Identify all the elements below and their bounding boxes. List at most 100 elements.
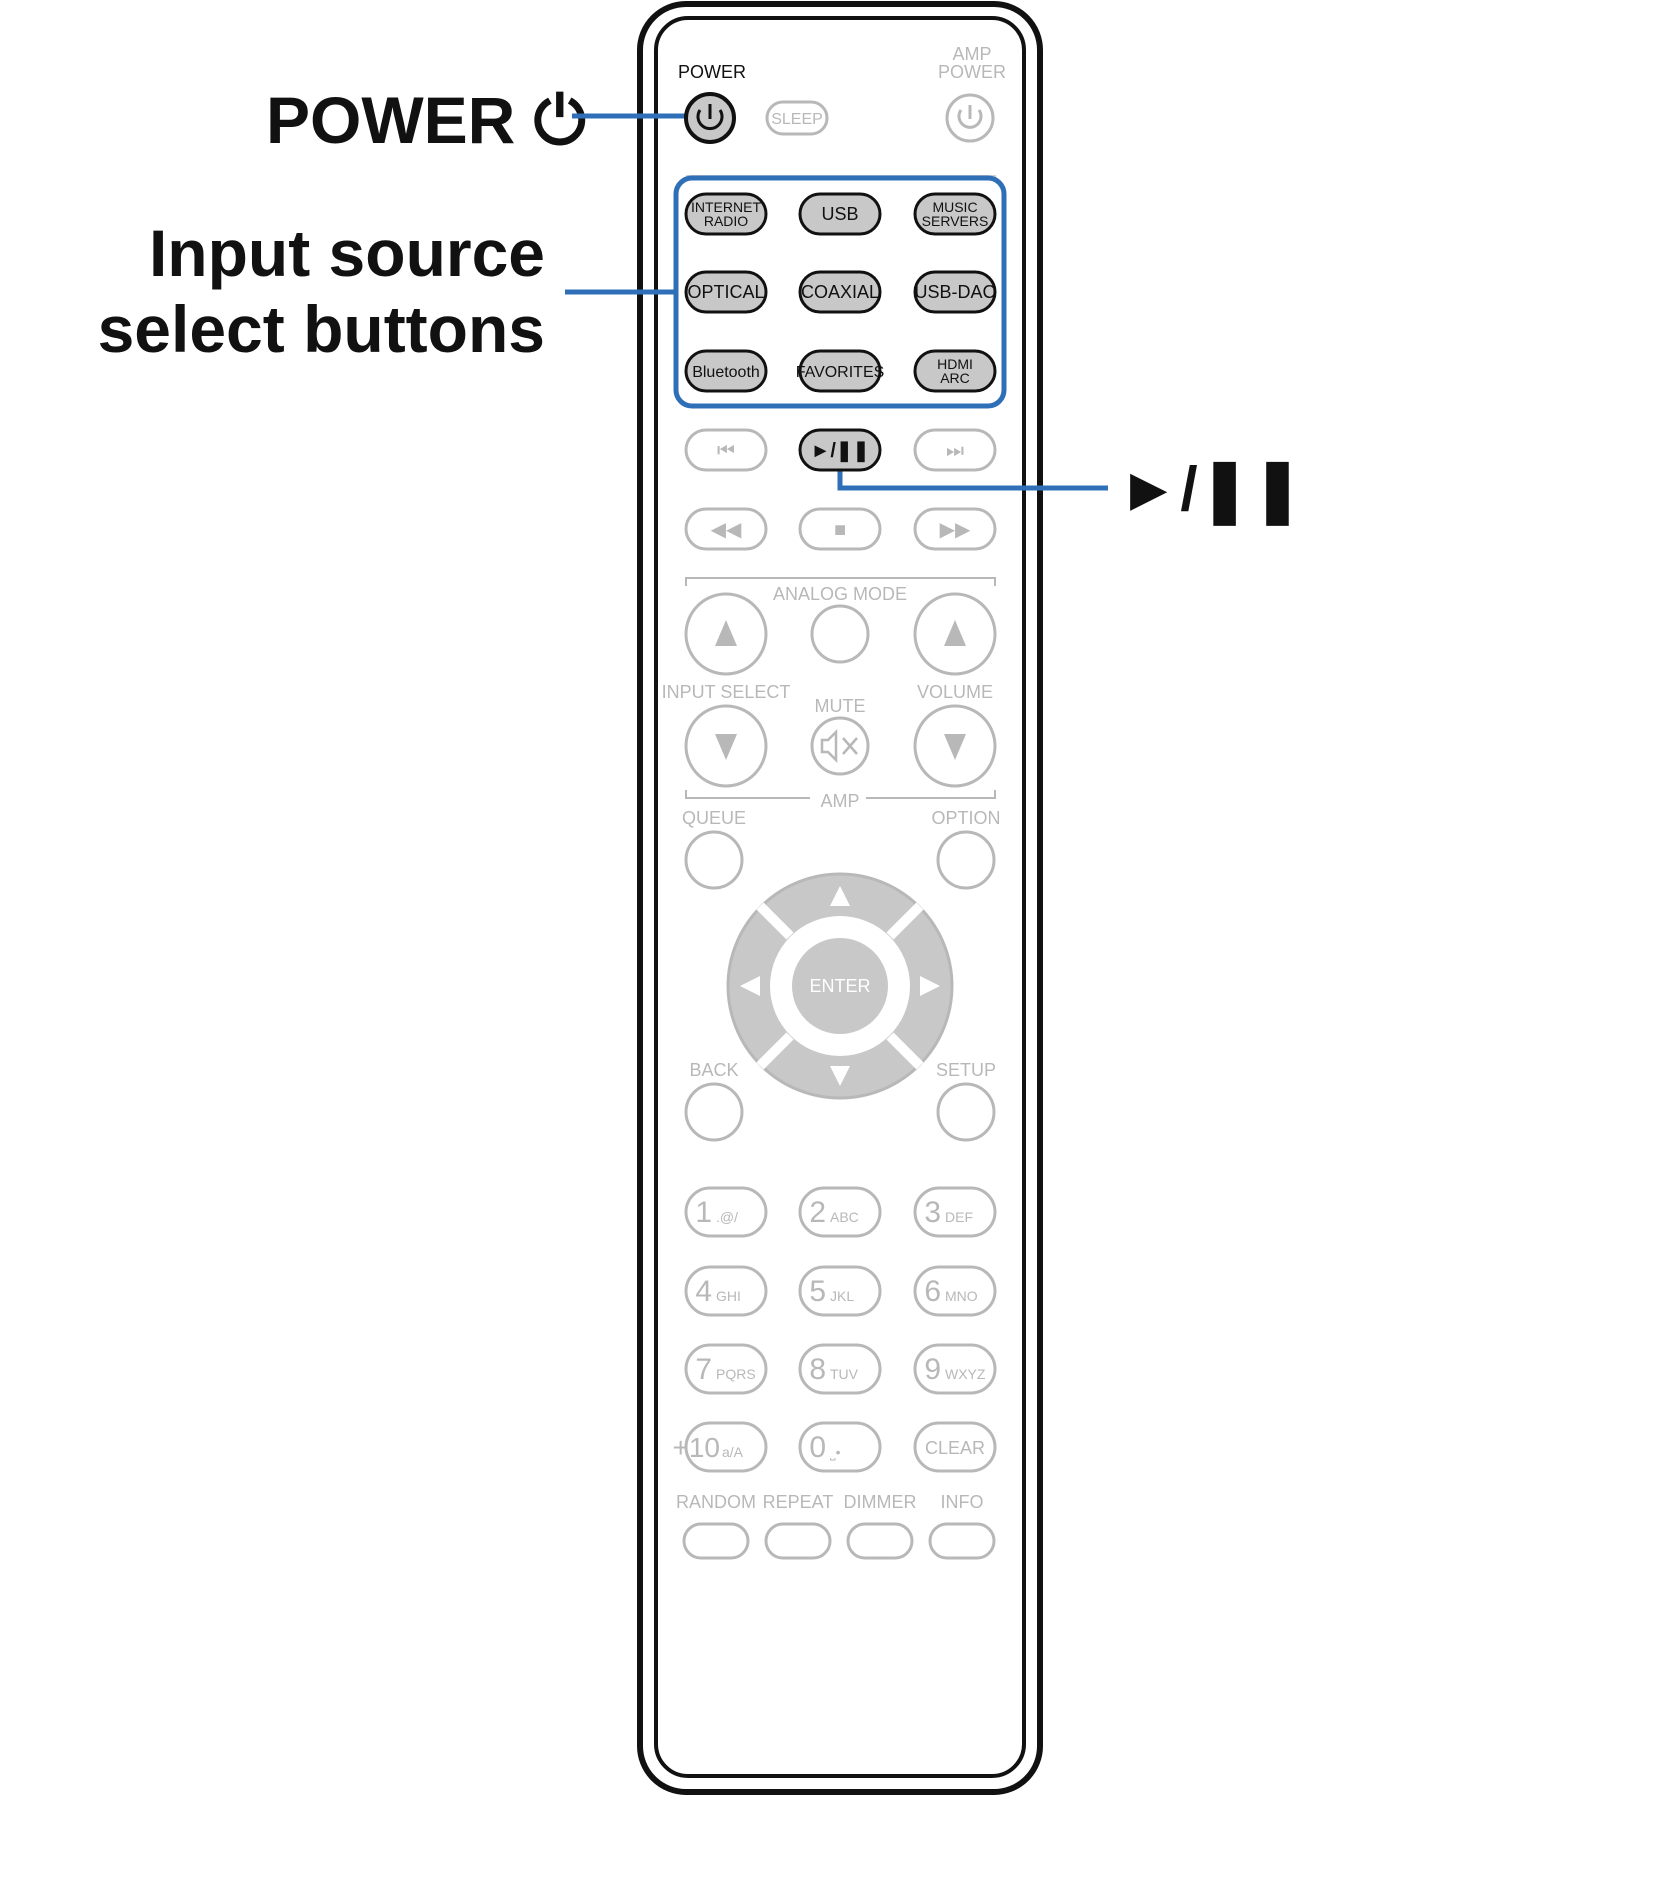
bottom-button-dimmer[interactable]: [846, 1522, 914, 1560]
bottom-button-random[interactable]: [682, 1522, 750, 1560]
up-arrow-icon: [944, 620, 966, 646]
numpad-digit: 9: [924, 1353, 941, 1386]
amp-frame-top: [685, 577, 996, 586]
direction-pad[interactable]: ENTER: [726, 872, 954, 1100]
transport-button-5[interactable]: ▶▶: [913, 507, 997, 551]
amp-power-icon: [957, 109, 983, 129]
numpad-digit: 0: [809, 1431, 826, 1464]
source-label: USB-DAC: [914, 282, 995, 302]
numpad-letters: WXYZ: [945, 1366, 986, 1382]
input-source-highlight: [673, 175, 1007, 409]
amp-power-button[interactable]: [945, 93, 995, 143]
bottom-label-random: RANDOM: [676, 1492, 756, 1512]
amp-power-label-2: POWER: [938, 62, 1006, 82]
transport-icon: ◀◀: [711, 519, 742, 541]
bottom-button-repeat[interactable]: [764, 1522, 832, 1560]
numpad-button-clear[interactable]: CLEAR: [913, 1421, 997, 1473]
enter-button[interactable]: [792, 938, 888, 1034]
bottom-button-info[interactable]: [928, 1522, 996, 1560]
transport-button-3[interactable]: ◀◀: [684, 507, 768, 551]
numpad-digit: 5: [809, 1275, 826, 1308]
source-label: HDMI: [937, 356, 973, 372]
option-label: OPTION: [931, 808, 1000, 828]
numpad-button-0[interactable]: 0⎵•: [798, 1421, 882, 1473]
down-arrow-icon: [715, 734, 737, 760]
up-arrow-icon: [715, 620, 737, 646]
transport-icon: ⏮: [717, 440, 735, 462]
source-button-usb[interactable]: USB: [798, 192, 882, 236]
numpad-digit: 2: [809, 1196, 826, 1229]
transport-icon: ■: [834, 519, 846, 541]
numpad-letters: .@/: [716, 1209, 738, 1225]
dpad-up-icon: [830, 886, 850, 906]
back-button[interactable]: [684, 1082, 744, 1142]
sleep-button[interactable]: SLEEP: [765, 100, 829, 136]
numpad-letters: ABC: [830, 1209, 859, 1225]
amp-frame-bottom-right: [866, 790, 996, 799]
transport-button-0[interactable]: ⏮: [684, 428, 768, 472]
source-button-bluetooth[interactable]: Bluetooth: [684, 349, 768, 393]
input-callout-line2: select buttons: [97, 292, 545, 366]
enter-label: ENTER: [809, 976, 870, 996]
numpad-digit: 6: [924, 1275, 941, 1308]
amp-label: AMP: [820, 791, 859, 811]
input-select-down-button[interactable]: [684, 704, 768, 788]
input-source-callout: Input source select buttons: [98, 215, 545, 367]
source-button-favorites[interactable]: FAVORITES: [796, 349, 885, 393]
volume-label: VOLUME: [917, 682, 993, 702]
queue-button[interactable]: [684, 830, 744, 890]
option-button[interactable]: [936, 830, 996, 890]
numpad-digit: +10: [673, 1432, 721, 1463]
numpad-digit: 4: [695, 1275, 712, 1308]
source-button-coaxial[interactable]: COAXIAL: [798, 270, 882, 314]
play-pause-callout: ►/❚❚: [1118, 455, 1305, 524]
input-select-up-button[interactable]: [684, 592, 768, 676]
source-label: SERVERS: [922, 213, 989, 229]
transport-icon: ▶▶: [940, 519, 971, 541]
source-label: INTERNET: [691, 199, 761, 215]
numpad-digit: 8: [809, 1353, 826, 1386]
power-button[interactable]: [684, 92, 736, 144]
source-label: COAXIAL: [801, 282, 879, 302]
input-select-label: INPUT SELECT: [662, 682, 791, 702]
volume-down-button[interactable]: [913, 704, 997, 788]
numpad-letters: a/A: [722, 1444, 744, 1460]
sleep-label: SLEEP: [771, 111, 823, 128]
source-label: OPTICAL: [687, 282, 764, 302]
dpad-left-icon: [740, 976, 760, 996]
input-callout-line1: Input source: [148, 216, 545, 290]
setup-button[interactable]: [936, 1082, 996, 1142]
source-button-usb-dac[interactable]: USB-DAC: [913, 270, 997, 314]
transport-button-4[interactable]: ■: [798, 507, 882, 551]
numpad-letters: PQRS: [716, 1366, 756, 1382]
numpad-letters: TUV: [830, 1366, 859, 1382]
transport-button-1[interactable]: ►/❚❚: [798, 428, 882, 472]
power-callout: POWER ⏻: [266, 83, 586, 157]
transport-button-2[interactable]: ⏭: [913, 428, 997, 472]
numpad-digit: 1: [695, 1196, 712, 1229]
analog-mode-button[interactable]: [810, 604, 870, 664]
mute-label: MUTE: [815, 696, 866, 716]
transport-icon: ⏭: [946, 440, 964, 462]
numpad-letters: DEF: [945, 1209, 973, 1225]
numpad-button-1[interactable]: 1.@/: [684, 1186, 768, 1238]
source-button-optical[interactable]: OPTICAL: [684, 270, 768, 314]
mute-button[interactable]: [810, 716, 870, 776]
volume-up-button[interactable]: [913, 592, 997, 676]
amp-power-label-1: AMP: [952, 44, 991, 64]
